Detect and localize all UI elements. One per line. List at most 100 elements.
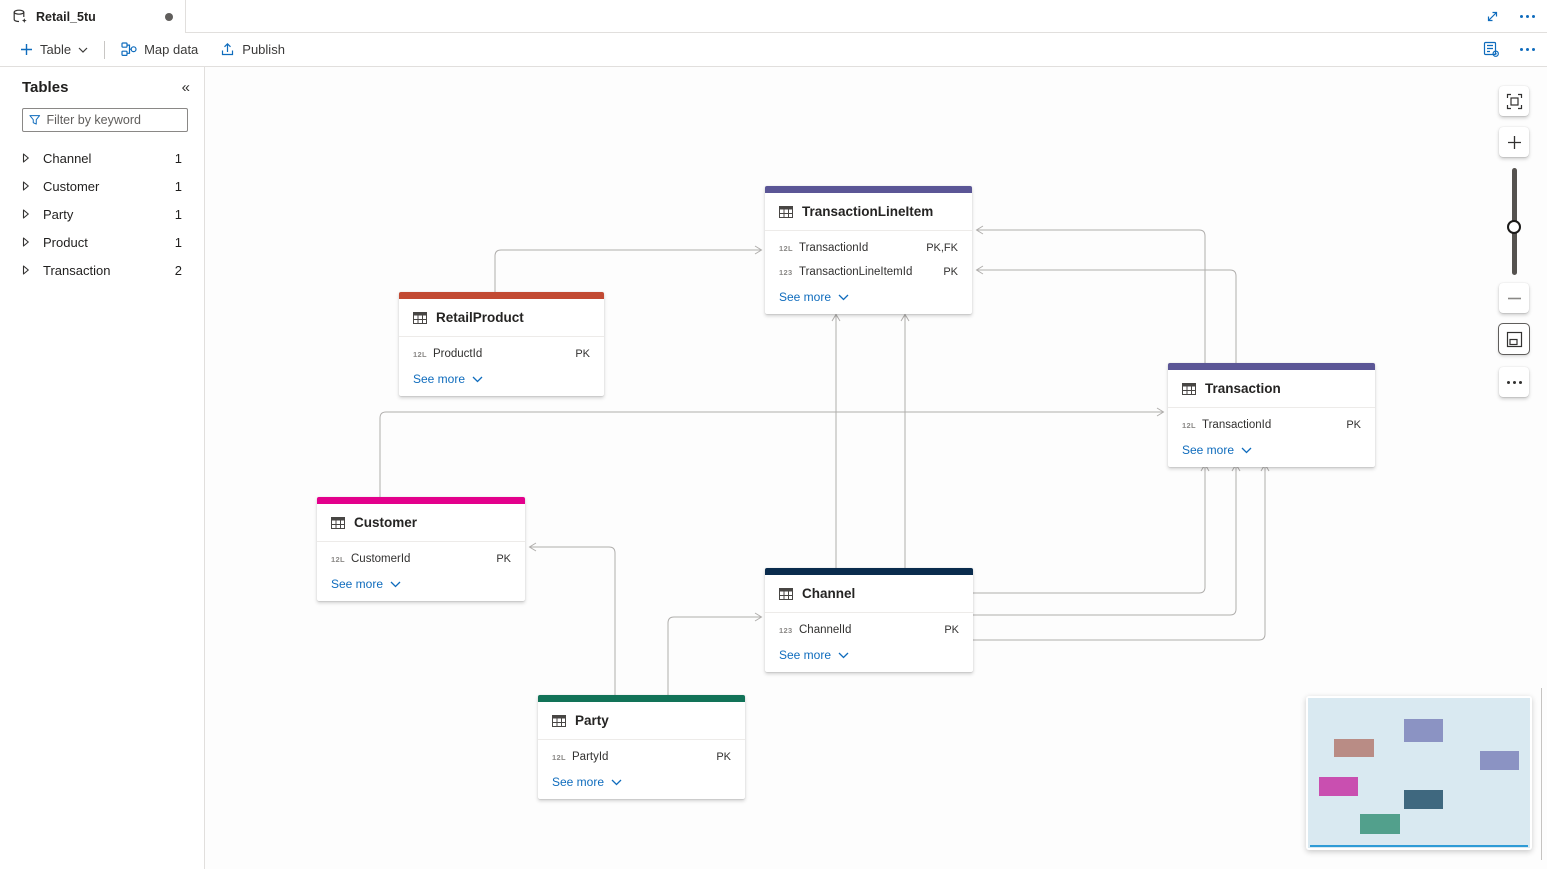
field-key-badge: PK [1346,419,1361,431]
table-color-bar [765,568,973,575]
minimap-rect-retailproduct [1334,739,1374,757]
see-more-link[interactable]: See more [765,642,973,668]
relationship-channel-to-transaction[interactable] [973,463,1241,616]
numeric-type-icon: 123 [779,267,793,277]
field-row-transactionlineitemid[interactable]: 123 TransactionLineItemId PK [765,260,972,284]
publish-button[interactable]: Publish [214,38,291,61]
field-name: CustomerId [351,553,411,565]
table-card-retailproduct[interactable]: RetailProduct 12L ProductId PK See more [399,292,604,396]
minimap-rect-customer [1319,777,1358,796]
field-row-transactionid[interactable]: 12L TransactionId PK,FK [765,236,972,260]
chevron-down-icon [472,376,483,382]
chevron-right-icon[interactable] [22,153,30,163]
sidebar-item-transaction[interactable]: Transaction 2 [0,256,204,284]
toolbar-divider [104,40,106,59]
sidebar-item-count: 1 [174,150,182,166]
relationship-retailproduct-to-transactionlineitem[interactable] [494,245,763,292]
sidebar-item-label: Product [43,234,88,250]
chevron-right-icon[interactable] [22,209,30,219]
filter-funnel-icon [29,115,41,125]
sidebar-item-channel[interactable]: Channel 1 [0,144,204,172]
relationship-party-to-channel[interactable] [667,612,763,695]
minimap[interactable] [1306,696,1532,850]
field-row-productid[interactable]: 12L ProductId PK [399,342,604,366]
add-table-button[interactable]: Table [14,38,94,61]
field-name: TransactionId [799,242,869,254]
fit-to-screen-button[interactable] [1499,86,1529,116]
minimap-area[interactable] [1308,698,1530,848]
see-more-link[interactable]: See more [765,284,972,310]
field-key-badge: PK [944,624,959,636]
tab-more-options-icon[interactable] [1520,14,1535,18]
table-card-transaction[interactable]: Transaction 12L TransactionId PK See mor… [1168,363,1375,467]
relationship-party-to-customer[interactable] [528,542,616,695]
table-card-transactionlineitem[interactable]: TransactionLineItem 12L TransactionId PK… [765,186,972,314]
table-color-bar [399,292,604,299]
field-name: ChannelId [799,624,852,636]
relationship-customer-to-transaction[interactable] [379,407,1165,497]
chevron-down-icon [78,47,88,53]
canvas-more-options-button[interactable] [1499,367,1529,397]
table-card-party[interactable]: Party 12L PartyId PK See more [538,695,745,799]
relationship-transaction-to-transactionlineitem[interactable] [975,225,1206,363]
relationship-transaction-to-transactionlineitem[interactable] [975,265,1237,363]
numeric-type-icon: 12L [413,349,427,359]
sidebar-item-product[interactable]: Product 1 [0,228,204,256]
minimap-rect-transactionlineitem [1404,719,1443,742]
tab-retail-5tu[interactable]: Retail_5tu [0,0,186,33]
field-row-customerid[interactable]: 12L CustomerId PK [317,547,525,571]
field-row-partyid[interactable]: 12L PartyId PK [538,745,745,769]
see-more-link[interactable]: See more [399,366,604,392]
zoom-in-button[interactable] [1499,127,1529,157]
see-more-link[interactable]: See more [1168,437,1375,463]
field-key-badge: PK [943,266,958,278]
zoom-out-button[interactable] [1499,283,1529,313]
sidebar-item-count: 1 [174,178,182,194]
sidebar-item-customer[interactable]: Customer 1 [0,172,204,200]
diagram-canvas[interactable]: TransactionLineItem 12L TransactionId PK… [205,67,1547,869]
relationship-channel-to-transaction[interactable] [973,463,1270,641]
numeric-type-icon: 12L [331,554,345,564]
filter-input[interactable] [46,113,181,127]
minimap-toggle-button[interactable] [1498,323,1530,355]
tables-panel: Tables « Channel 1 Customer 1 [0,67,205,869]
database-icon [13,9,27,23]
relationship-lines-layer [379,225,1270,695]
table-grid-icon [1182,382,1196,395]
expand-icon[interactable] [1485,9,1500,24]
more-dots-icon [1506,380,1522,384]
sidebar-item-party[interactable]: Party 1 [0,200,204,228]
table-title: Customer [354,515,418,530]
see-more-link[interactable]: See more [538,769,745,795]
table-card-customer[interactable]: Customer 12L CustomerId PK See more [317,497,525,601]
table-grid-icon [779,205,793,218]
table-title: Party [575,713,609,728]
field-key-badge: PK,FK [926,242,958,254]
field-name: TransactionId [1202,419,1272,431]
field-key-badge: PK [716,751,731,763]
chevron-right-icon[interactable] [22,237,30,247]
sidebar-item-count: 2 [174,262,182,278]
field-name: ProductId [433,348,483,360]
sidebar-item-label: Customer [43,178,100,194]
numeric-type-icon: 12L [552,752,566,762]
properties-panel-icon[interactable] [1483,41,1500,58]
table-grid-icon [413,311,427,324]
zoom-slider-knob[interactable] [1507,220,1521,234]
collapse-panel-icon[interactable]: « [181,79,190,96]
sidebar-item-label: Channel [43,150,92,166]
publish-icon [222,42,234,56]
table-grid-icon [779,587,793,600]
see-more-link[interactable]: See more [317,571,525,597]
filter-box[interactable] [22,108,188,132]
chevron-down-icon [838,294,849,300]
chevron-right-icon[interactable] [22,181,30,191]
table-card-channel[interactable]: Channel 123 ChannelId PK See more [765,568,973,672]
chevron-right-icon[interactable] [22,265,30,275]
field-row-channelid[interactable]: 123 ChannelId PK [765,618,973,642]
map-data-button[interactable]: Map data [115,38,204,61]
field-row-transactionid[interactable]: 12L TransactionId PK [1168,413,1375,437]
relationship-channel-to-transaction[interactable] [973,463,1210,594]
table-grid-icon [331,516,345,529]
toolbar-more-options-icon[interactable] [1520,48,1535,51]
